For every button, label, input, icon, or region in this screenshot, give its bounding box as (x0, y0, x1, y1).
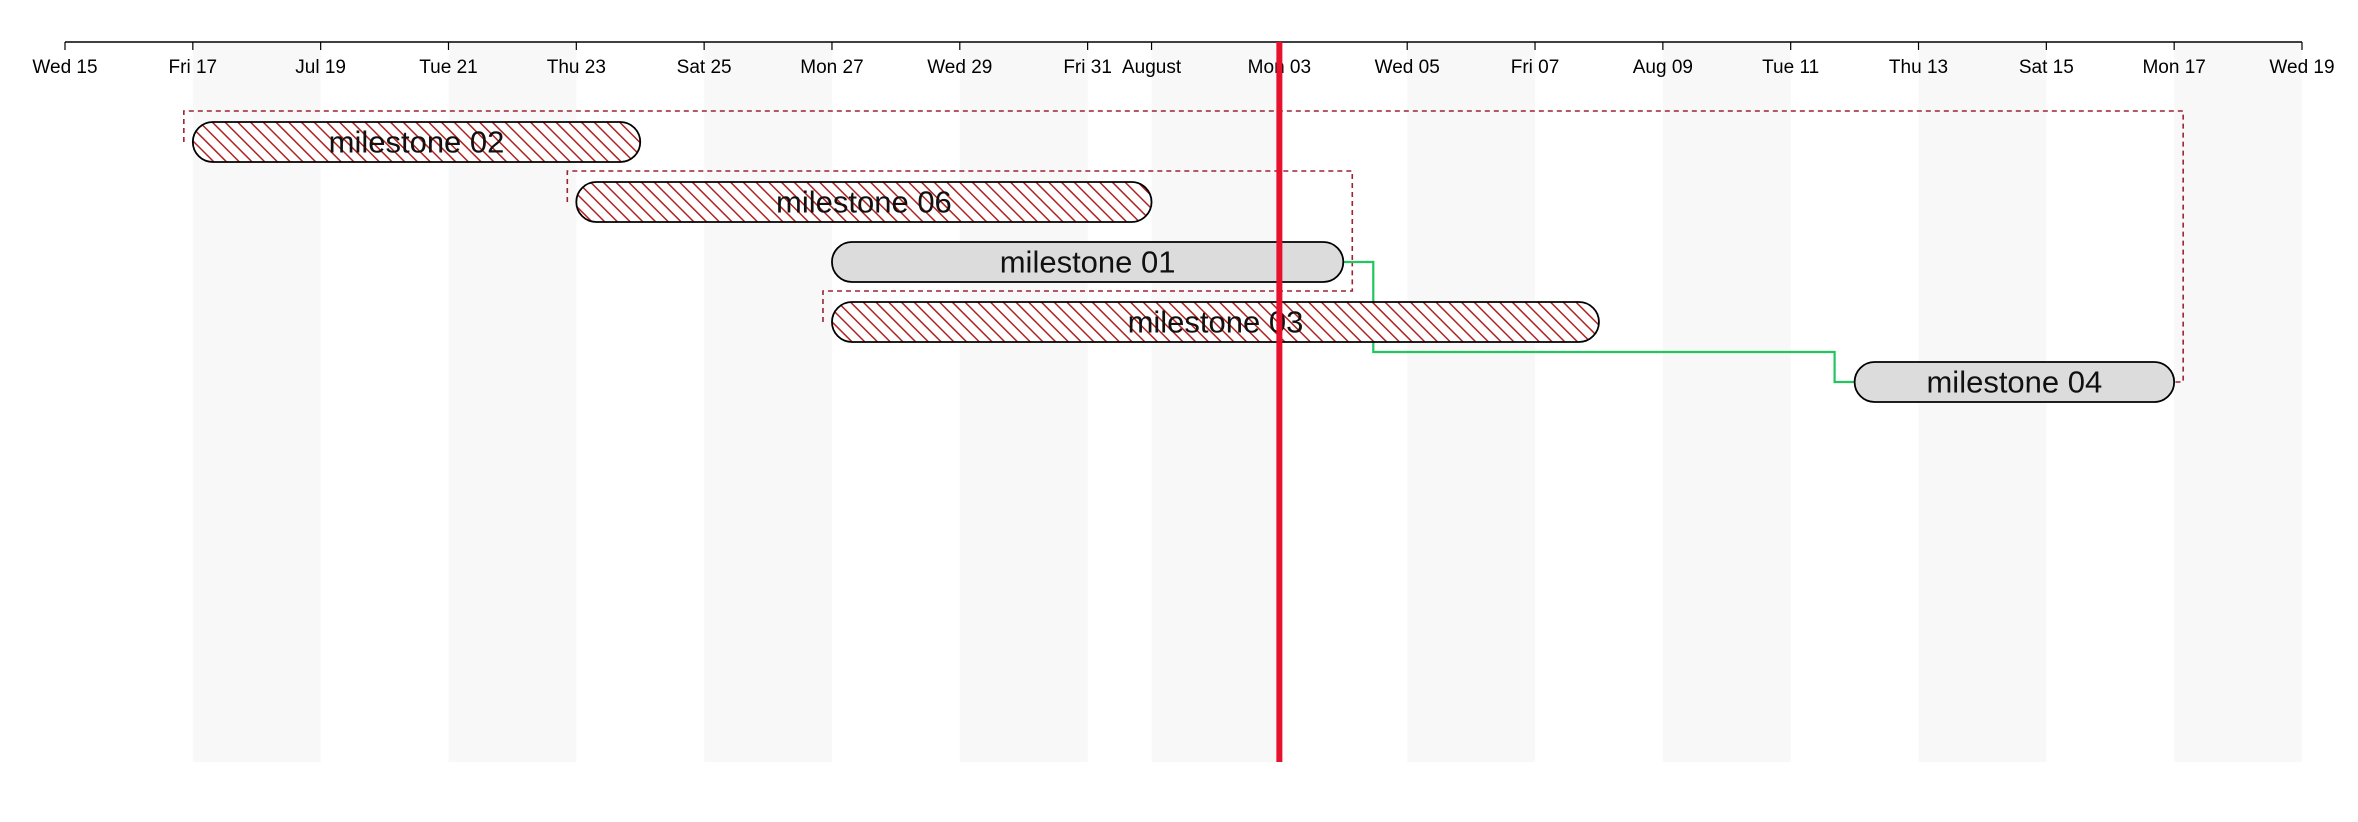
week-band (2174, 42, 2302, 762)
task-label: milestone 04 (1926, 365, 2102, 400)
task-bar (1853, 361, 2176, 403)
week-band (1407, 42, 1536, 762)
x-tick-label: Tue 21 (419, 57, 477, 78)
task-label: milestone 01 (1000, 245, 1176, 280)
x-tick-label: Tue 11 (1762, 57, 1819, 78)
x-tick-label: Fri 31 (1063, 57, 1112, 78)
x-tick-label: Fri 17 (169, 57, 218, 78)
grouping-bracket (183, 110, 2184, 383)
task-bar (831, 241, 1345, 283)
dependency-link (1343, 260, 1855, 384)
x-tick-label: Wed 19 (2269, 57, 2334, 78)
week-band (1151, 42, 1280, 762)
x-tick-label: Thu 13 (1889, 57, 1948, 78)
x-tick-label: Wed 15 (32, 57, 97, 78)
grouping-bracket (822, 261, 1354, 322)
dependency-links (1343, 260, 1855, 384)
task-bars: milestone 02 milestone 06 milestone 01 mile… (191, 121, 2176, 403)
x-tick-label: Mon 17 (2142, 57, 2205, 78)
x-tick-label: Sat 25 (677, 57, 732, 78)
task-label: milestone 03 (1128, 305, 1304, 340)
x-tick-label: Thu 23 (547, 57, 606, 78)
x-tick-label: Fri 07 (1511, 57, 1560, 78)
x-tick-label: Jul 19 (295, 57, 346, 78)
x-tick-label: Wed 05 (1375, 57, 1440, 78)
x-axis: Wed 15 Fri 17 Jul 19 Tue 21 Thu 23 Sat 25 Mon … (32, 41, 2335, 78)
x-tick-label: Aug 09 (1633, 57, 1693, 78)
x-tick-label: Mon 27 (800, 57, 863, 78)
task-bar (191, 121, 642, 163)
x-tick-label: Sat 15 (2019, 57, 2074, 78)
task-label: milestone 06 (776, 185, 952, 220)
week-band (704, 42, 832, 762)
week-band (959, 42, 1088, 762)
x-tick-label: Wed 29 (927, 57, 992, 78)
task-bar (575, 181, 1153, 223)
task-bar (831, 301, 1600, 343)
task-label: milestone 02 (329, 125, 505, 160)
x-tick-label: August (1122, 57, 1182, 78)
week-band (1662, 42, 1791, 762)
